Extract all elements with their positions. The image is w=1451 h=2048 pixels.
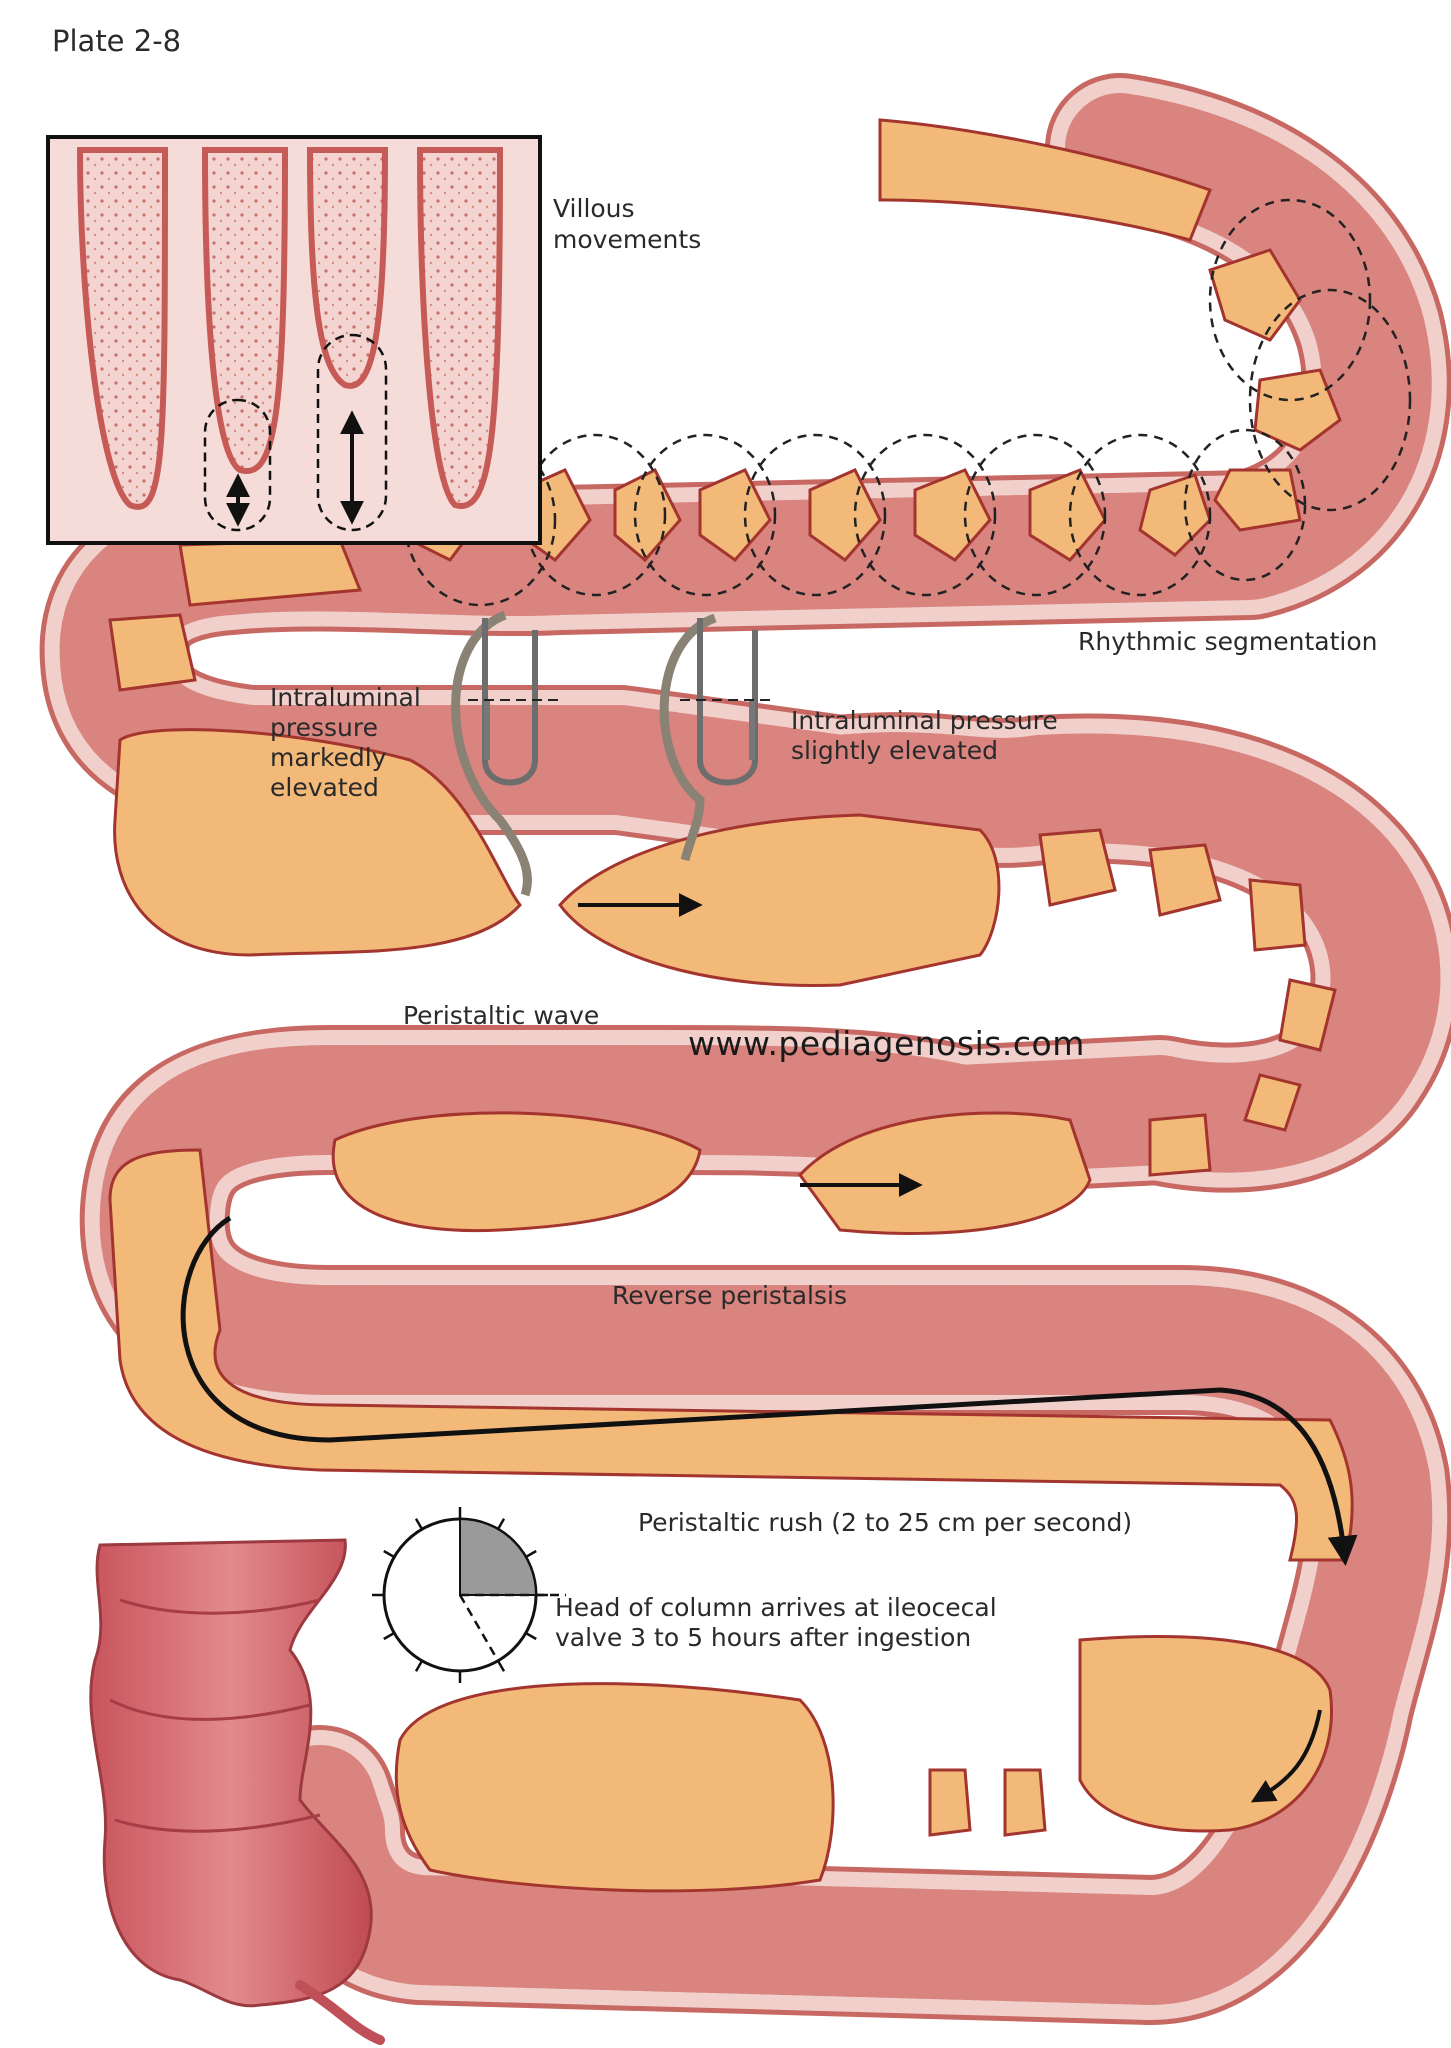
dashed-outline (1068, 433, 1212, 597)
villus (76, 147, 169, 510)
lumen-segment (1253, 368, 1342, 452)
villus (201, 147, 289, 474)
clock-tick (496, 1518, 506, 1530)
lumen-segment (798, 1111, 1092, 1235)
lumen-segment (1003, 1768, 1047, 1837)
lumen-segment (1243, 1073, 1302, 1132)
pressure-marked-line: elevated (270, 773, 379, 802)
clock-tick (383, 1549, 395, 1559)
reverse-peristalsis-label: Reverse peristalsis (612, 1281, 847, 1310)
lumen-segment (808, 468, 882, 563)
cecum (89, 1538, 385, 2045)
villous-inset (46, 135, 542, 545)
lumen-segment (928, 1768, 972, 1837)
arrival-label: Head of column arrives at ileocecal valv… (555, 1593, 997, 1653)
villous-label-line: Villous (553, 194, 635, 223)
lumen-segment (878, 118, 1212, 242)
lumen-segment (913, 468, 992, 562)
peristaltic-rush-arrow (180, 1215, 1358, 1566)
dashed-outline (633, 433, 777, 597)
lumen-segment (113, 728, 522, 957)
pressure-marked-label: Intraluminal pressure markedly elevated (270, 683, 421, 803)
pressure-marked-line: Intraluminal (270, 683, 421, 712)
arrival-label-line: Head of column arrives at ileocecal (555, 1593, 997, 1622)
dashed-outline (1248, 288, 1412, 512)
intestine-lumen (108, 118, 1354, 1893)
rhythmic-segmentation-label: Rhythmic segmentation (1078, 627, 1378, 656)
pressure-slight-label: Intraluminal pressure slightly elevated (791, 706, 1058, 766)
villus (306, 147, 389, 389)
lumen-segment (1138, 473, 1212, 557)
clock-tick (525, 1549, 537, 1559)
clock-dashed-hand (458, 1594, 500, 1662)
clock-tick (383, 1631, 395, 1641)
peristaltic-rush-label: Peristaltic rush (2 to 25 cm per second) (638, 1508, 1133, 1537)
villous-label: Villous movements (553, 193, 701, 255)
villus (416, 147, 504, 509)
intestine-wall (39, 73, 1451, 2025)
dashed-outline (1208, 198, 1372, 402)
lumen-segment (1038, 828, 1117, 907)
lumen-segment (1148, 843, 1222, 917)
pressure-marked-line: markedly (270, 743, 387, 772)
pressure-marked-line: pressure (270, 713, 378, 742)
lumen-segment (1028, 468, 1107, 562)
dashed-outline (743, 433, 887, 597)
clock-tick (496, 1660, 506, 1672)
villus-dashed-outline (203, 398, 272, 532)
website-watermark: www.pediagenosis.com (688, 1024, 1085, 1063)
clock-tick (525, 1631, 537, 1641)
lumen-segment (394, 1682, 835, 1893)
dashed-outline (523, 433, 667, 597)
lumen-segment (613, 467, 682, 563)
villus-dashed-outline (316, 333, 388, 532)
lumen-segment (108, 1148, 1354, 1562)
dashed-outline (963, 433, 1107, 597)
lumen-segment (1278, 978, 1337, 1052)
pressure-slight-line: slightly elevated (791, 736, 998, 765)
arrival-label-line: valve 3 to 5 hours after ingestion (555, 1623, 972, 1652)
dashed-outline (853, 433, 997, 597)
villous-label-line: movements (553, 225, 702, 254)
lumen-segment (558, 813, 1001, 988)
lumen-segment (1248, 878, 1307, 952)
transit-clock (372, 1507, 566, 1683)
clock-shaded-sector (459, 1517, 538, 1596)
clock-tick (414, 1518, 424, 1530)
manometer-left (451, 610, 560, 897)
lumen-segment (1078, 1635, 1333, 1833)
clock-tick (414, 1660, 424, 1672)
pressure-slight-line: Intraluminal pressure (791, 706, 1058, 735)
lumen-segment (331, 1111, 702, 1233)
dashed-outline (1183, 428, 1307, 582)
lumen-segment (1148, 1113, 1212, 1177)
plate-label: Plate 2-8 (52, 24, 182, 58)
bottom-curved-arrow (1250, 1709, 1322, 1803)
lumen-segment (108, 613, 197, 692)
peristaltic-wave-label: Peristaltic wave (403, 1001, 600, 1030)
lumen-segment (698, 468, 772, 563)
manometer-right (659, 613, 775, 862)
